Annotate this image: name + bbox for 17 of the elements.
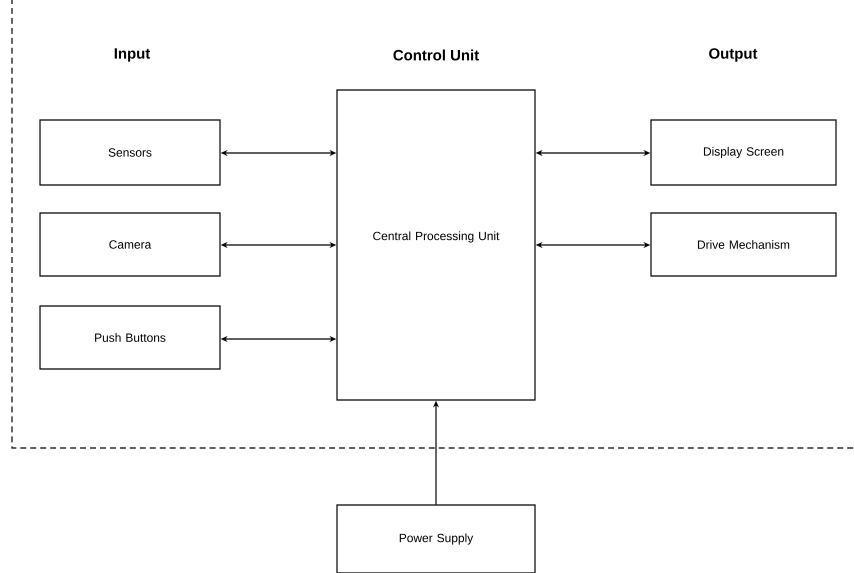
column-heading: Input [114, 48, 150, 62]
process-box [39, 305, 221, 370]
process-box [650, 212, 837, 277]
process-box [336, 89, 536, 401]
process-box [39, 212, 221, 277]
box-text: Camera [109, 240, 152, 249]
box-text: Power Supply [400, 533, 474, 545]
box-text: Display Screen [704, 146, 784, 158]
process-box [39, 119, 221, 186]
box-text: Push Buttons [95, 333, 166, 342]
box-text: Sensors [108, 148, 152, 157]
process-box [336, 504, 536, 573]
box-text: Drive Mechanism [698, 240, 790, 249]
box-text: Central Processing Unit [373, 231, 500, 243]
process-box [650, 119, 837, 186]
column-heading: Control Unit [393, 50, 479, 60]
column-heading: Output [709, 48, 758, 62]
